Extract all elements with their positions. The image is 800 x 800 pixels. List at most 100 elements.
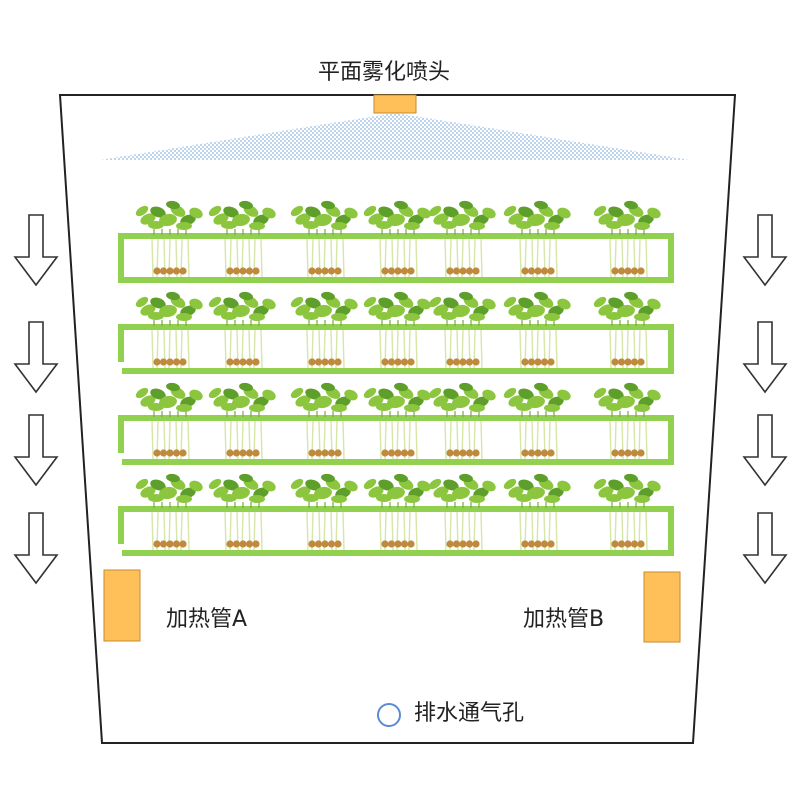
leaf — [387, 486, 405, 500]
sprout-cluster — [208, 291, 276, 369]
tray-right-side — [668, 415, 674, 465]
leaf — [223, 479, 239, 491]
root — [379, 420, 382, 460]
heater-tube-b — [643, 571, 681, 643]
leaf — [624, 291, 638, 301]
leaf — [608, 479, 624, 491]
sprout-cluster — [208, 200, 276, 278]
leaf — [208, 387, 222, 399]
seed — [452, 540, 461, 548]
root — [555, 511, 558, 551]
seed — [232, 267, 241, 275]
seed — [637, 267, 645, 275]
seed — [465, 540, 474, 548]
leaf — [647, 298, 661, 310]
leaf — [232, 486, 250, 500]
leaf — [166, 200, 180, 210]
leaf — [503, 387, 517, 399]
root — [151, 238, 154, 278]
seed — [611, 449, 619, 457]
leaf — [387, 304, 405, 318]
leaf — [148, 403, 164, 411]
leaf — [166, 473, 180, 483]
leaf — [608, 388, 624, 400]
seed — [465, 449, 474, 457]
leaf — [239, 200, 253, 210]
leaf — [617, 213, 635, 227]
seed — [637, 449, 645, 457]
seed — [387, 540, 396, 548]
leaf — [376, 312, 392, 320]
leaf — [148, 221, 164, 229]
seed — [166, 449, 174, 457]
seed — [611, 267, 619, 275]
root — [379, 238, 382, 278]
leaf — [376, 221, 392, 229]
seed — [465, 358, 474, 366]
drain-vent-hole — [377, 703, 401, 727]
leaf — [239, 382, 253, 392]
tray-left-side — [118, 324, 124, 362]
tray-bottom-bar — [122, 277, 674, 283]
leaf — [387, 213, 405, 227]
leaf — [404, 222, 420, 230]
sprout-cluster — [290, 473, 358, 551]
root — [415, 329, 418, 369]
leaf — [482, 480, 496, 492]
leaf — [624, 200, 638, 210]
seed — [153, 540, 161, 548]
seed — [387, 449, 396, 457]
tray — [118, 415, 674, 465]
leaf — [417, 207, 431, 219]
root — [342, 511, 345, 551]
root — [306, 329, 309, 369]
sprout-cluster — [290, 382, 358, 460]
seed — [617, 540, 626, 548]
leaf — [518, 479, 534, 491]
seed — [452, 358, 461, 366]
root — [342, 238, 345, 278]
leaf — [135, 296, 149, 308]
sprout-cluster — [503, 291, 571, 369]
heater-a-label: 加热管A — [166, 607, 248, 632]
seed — [159, 449, 168, 457]
leaf — [314, 213, 332, 227]
seed — [153, 358, 161, 366]
leaf — [606, 312, 622, 320]
sprout-cluster — [208, 473, 276, 551]
left-down-arrow — [13, 321, 59, 394]
seed — [232, 449, 241, 457]
seed — [459, 449, 467, 457]
seed — [452, 267, 461, 275]
leaf — [189, 389, 203, 401]
leaf — [404, 404, 420, 412]
sprout-cluster — [208, 382, 276, 460]
sprout-cluster — [363, 473, 431, 551]
leaf — [221, 312, 237, 320]
sprout-cluster — [363, 382, 431, 460]
seed — [314, 540, 323, 548]
leaf — [617, 304, 635, 318]
leaf — [221, 221, 237, 229]
leaf — [469, 404, 485, 412]
root — [415, 511, 418, 551]
leaf — [176, 404, 192, 412]
leaf — [223, 206, 239, 218]
leaf — [534, 382, 548, 392]
sprout-cluster — [428, 382, 496, 460]
leaf — [331, 222, 347, 230]
leaf — [624, 382, 638, 392]
seed — [617, 267, 626, 275]
sprout-cluster — [503, 382, 571, 460]
seed — [547, 358, 555, 366]
root — [480, 329, 483, 369]
seed — [314, 449, 323, 457]
leaf — [593, 478, 607, 490]
seed — [611, 540, 619, 548]
leaf — [469, 313, 485, 321]
leaf — [387, 395, 405, 409]
seed — [159, 267, 168, 275]
seed — [624, 267, 632, 275]
heater-tube-a — [103, 569, 141, 642]
leaf — [608, 297, 624, 309]
